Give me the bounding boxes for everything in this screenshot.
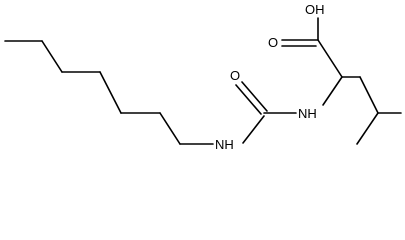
nh-to-alpha-carbon-bond <box>322 76 343 106</box>
leucine-backbone <box>281 17 402 145</box>
chain-bond-4 <box>99 71 122 114</box>
amide-nh-right-label: NH <box>298 106 317 121</box>
alpha-to-carboxyl-bond <box>317 39 343 78</box>
nh-to-carbonyl-bond <box>242 115 265 144</box>
chain-bond-2 <box>41 40 63 73</box>
ch2-to-ch-bond <box>359 76 379 114</box>
amide-nh-left-label: NH <box>215 137 234 152</box>
hydroxyl-label: OH <box>305 2 325 17</box>
urea-group <box>235 81 297 144</box>
carbonyl-double-bond-b <box>241 81 268 112</box>
urea-carbonyl-oxygen-label: O <box>230 68 240 83</box>
heptyl-chain <box>4 40 214 145</box>
chain-bond-6 <box>159 112 181 145</box>
carbonyl-double-bond-a <box>235 84 262 115</box>
acid-carbonyl-oxygen-label: O <box>268 35 278 50</box>
molecule-structure: OH O O NH NH <box>4 2 402 152</box>
ch-to-methyl-bottom-bond <box>356 112 379 145</box>
